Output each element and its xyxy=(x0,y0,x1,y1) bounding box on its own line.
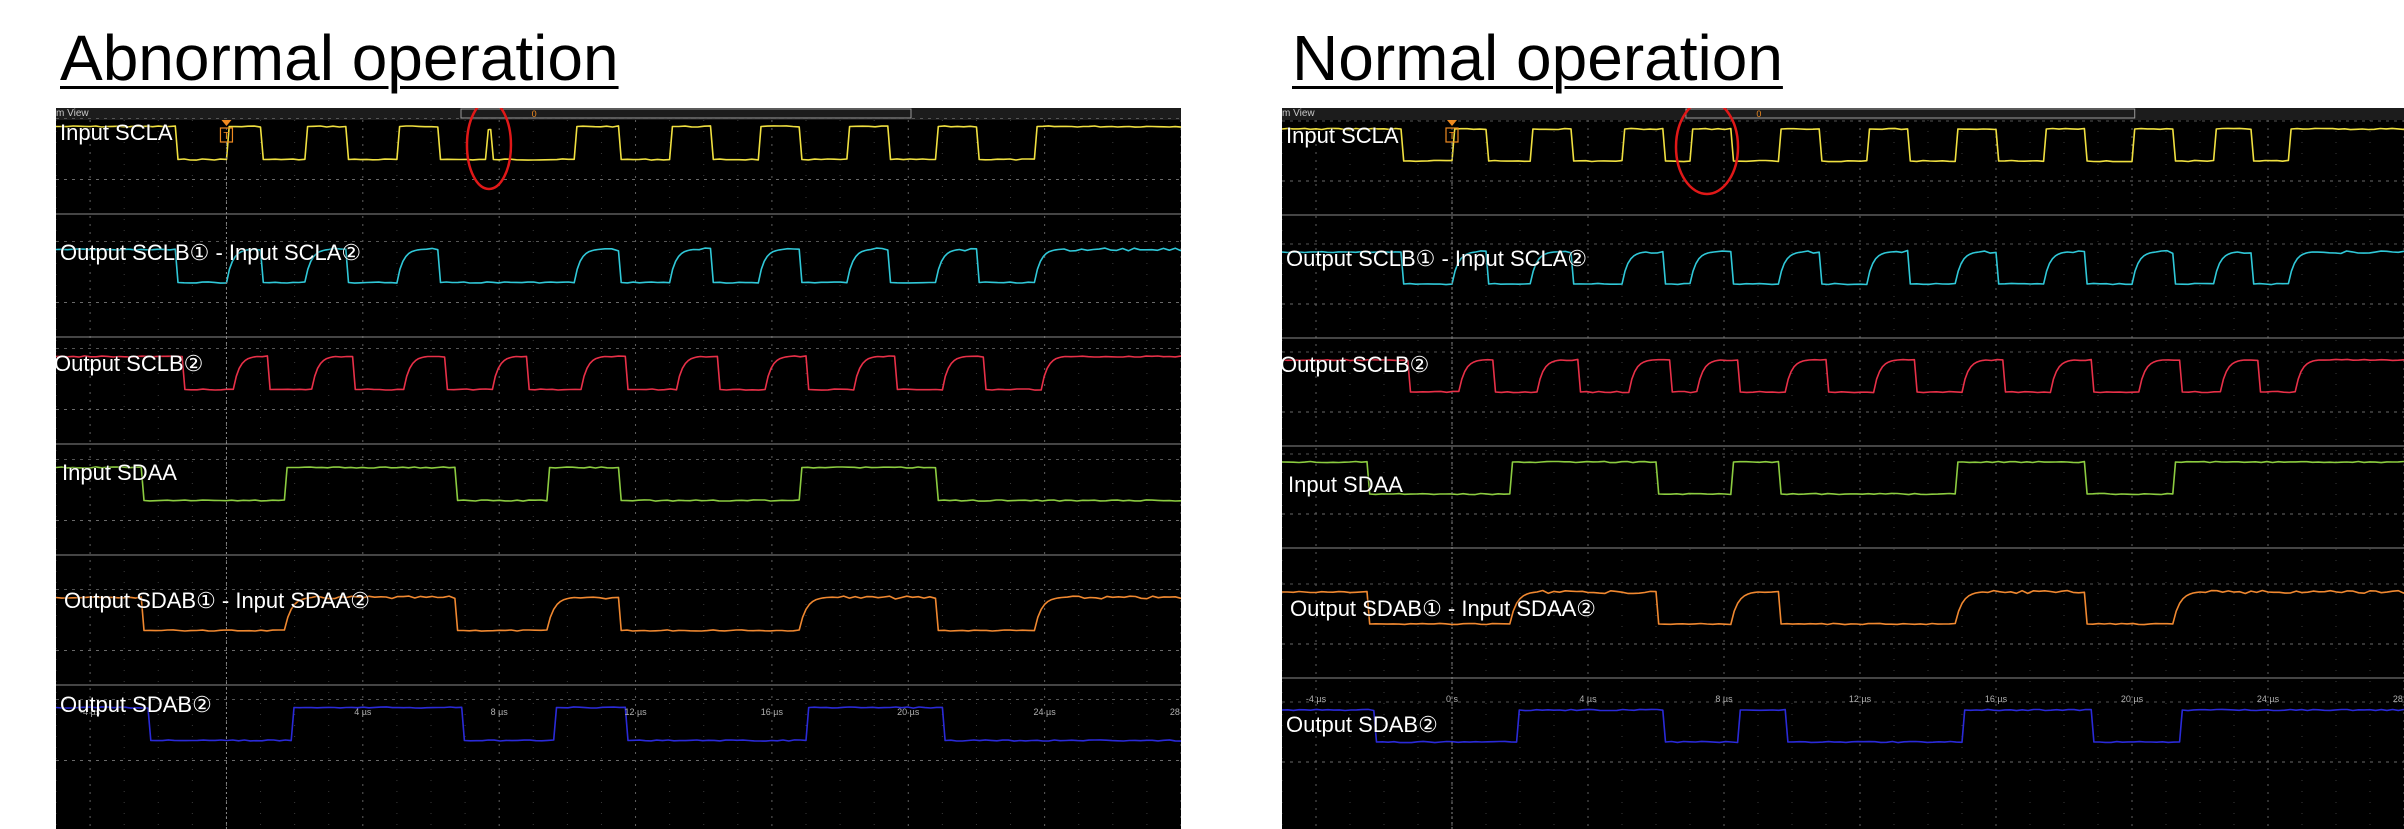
view-label: m View xyxy=(1282,108,1315,119)
x-tick-label: 16 µs xyxy=(761,707,784,717)
waveform-sda_a xyxy=(56,466,1181,502)
waveform-scl_b2 xyxy=(1282,358,2404,394)
channel-label-scl_b1: Output SCLB① - Input SCLA② xyxy=(60,240,362,265)
scope-top-strip xyxy=(56,108,1181,120)
waveform-sda_b2 xyxy=(56,706,1181,742)
x-tick-label: -4 µs xyxy=(80,707,101,717)
channel-label-scl_a: Input SCLA xyxy=(60,120,173,145)
view-label: m View xyxy=(56,108,89,119)
x-tick-label: 24 µs xyxy=(1034,707,1057,717)
zoom-time-marker: 0 xyxy=(532,109,537,119)
channel-label-sda_b2: Output SDAB② xyxy=(1286,712,1438,737)
waveform-scl_a xyxy=(1282,127,2404,163)
x-tick-label: 4 µs xyxy=(1579,694,1597,704)
waveform-scl_a xyxy=(56,125,1181,161)
waveform-sda_a xyxy=(1282,460,2404,496)
trigger-arrow-icon xyxy=(1447,120,1457,126)
x-tick-label: 12 µs xyxy=(1849,694,1872,704)
channel-label-sda_a: Input SDAA xyxy=(62,460,177,485)
title-normal-operation: Normal operation xyxy=(1292,22,1783,94)
channel-label-scl_b1: Output SCLB① - Input SCLA② xyxy=(1286,246,1588,271)
waveform-sda_b2 xyxy=(1282,708,2404,744)
channel-label-scl_b2: Output SCLB② xyxy=(56,351,204,376)
x-tick-label: 4 µs xyxy=(354,707,372,717)
glitch-annotation-circle xyxy=(1674,108,1740,196)
x-tick-label: 20 µs xyxy=(2121,694,2144,704)
x-tick-label: 8 µs xyxy=(1715,694,1733,704)
waveform-sda_b1 xyxy=(1282,589,2404,626)
trigger-arrow-icon xyxy=(221,120,232,126)
x-tick-label: 12 µs xyxy=(624,707,647,717)
waveform-sda_b1 xyxy=(56,595,1181,632)
zoom-window-indicator xyxy=(460,108,912,119)
x-tick-label: 28 µs xyxy=(2393,694,2404,704)
channel-label-sda_b1: Output SDAB① - Input SDAA② xyxy=(64,588,371,613)
waveform-scl_b2 xyxy=(56,355,1181,391)
channel-label-sda_b1: Output SDAB① - Input SDAA② xyxy=(1290,596,1597,621)
x-tick-label: 20 µs xyxy=(897,707,920,717)
channel-label-sda_b2: Output SDAB② xyxy=(60,692,212,717)
x-tick-label: 28 µs xyxy=(1170,707,1181,717)
title-abnormal-operation: Abnormal operation xyxy=(60,22,619,94)
zoom-time-marker: 0 xyxy=(1756,109,1761,119)
x-tick-label: 24 µs xyxy=(2257,694,2280,704)
x-tick-label: 16 µs xyxy=(1985,694,2008,704)
waveform-chart-abnormal: T 0 -4 µs 4 µs 8 µs 12 µs 16 µs 20 µs 24 µs 28 µs xyxy=(56,108,1181,829)
x-tick-label: -4 µs xyxy=(1306,694,1327,704)
waveform-scl_b1 xyxy=(56,247,1181,284)
trigger-label: T xyxy=(223,131,229,142)
oscilloscope-normal: T 0 -4 µs 0 s 4 µs 8 µs 12 µs 16 µs 20 µs 24 µs 28… xyxy=(1282,108,2404,829)
x-tick-label: 0 s xyxy=(1446,694,1459,704)
waveform-scl_b1 xyxy=(1282,249,2404,286)
trigger-label: T xyxy=(1449,131,1455,142)
oscilloscope-abnormal: T 0 -4 µs 4 µs 8 µs 12 µs 16 µs 20 µs 24 µs 28 µs… xyxy=(56,108,1181,829)
channel-label-sda_a: Input SDAA xyxy=(1288,472,1403,497)
x-tick-label: 8 µs xyxy=(491,707,509,717)
scope-top-strip xyxy=(1282,108,2404,120)
channel-label-scl_a: Input SCLA xyxy=(1286,123,1399,148)
glitch-annotation-circle xyxy=(465,108,513,191)
waveform-chart-normal: T 0 -4 µs 0 s 4 µs 8 µs 12 µs 16 µs 20 µs 24 µs 28… xyxy=(1282,108,2404,829)
channel-label-scl_b2: Output SCLB② xyxy=(1282,352,1430,377)
